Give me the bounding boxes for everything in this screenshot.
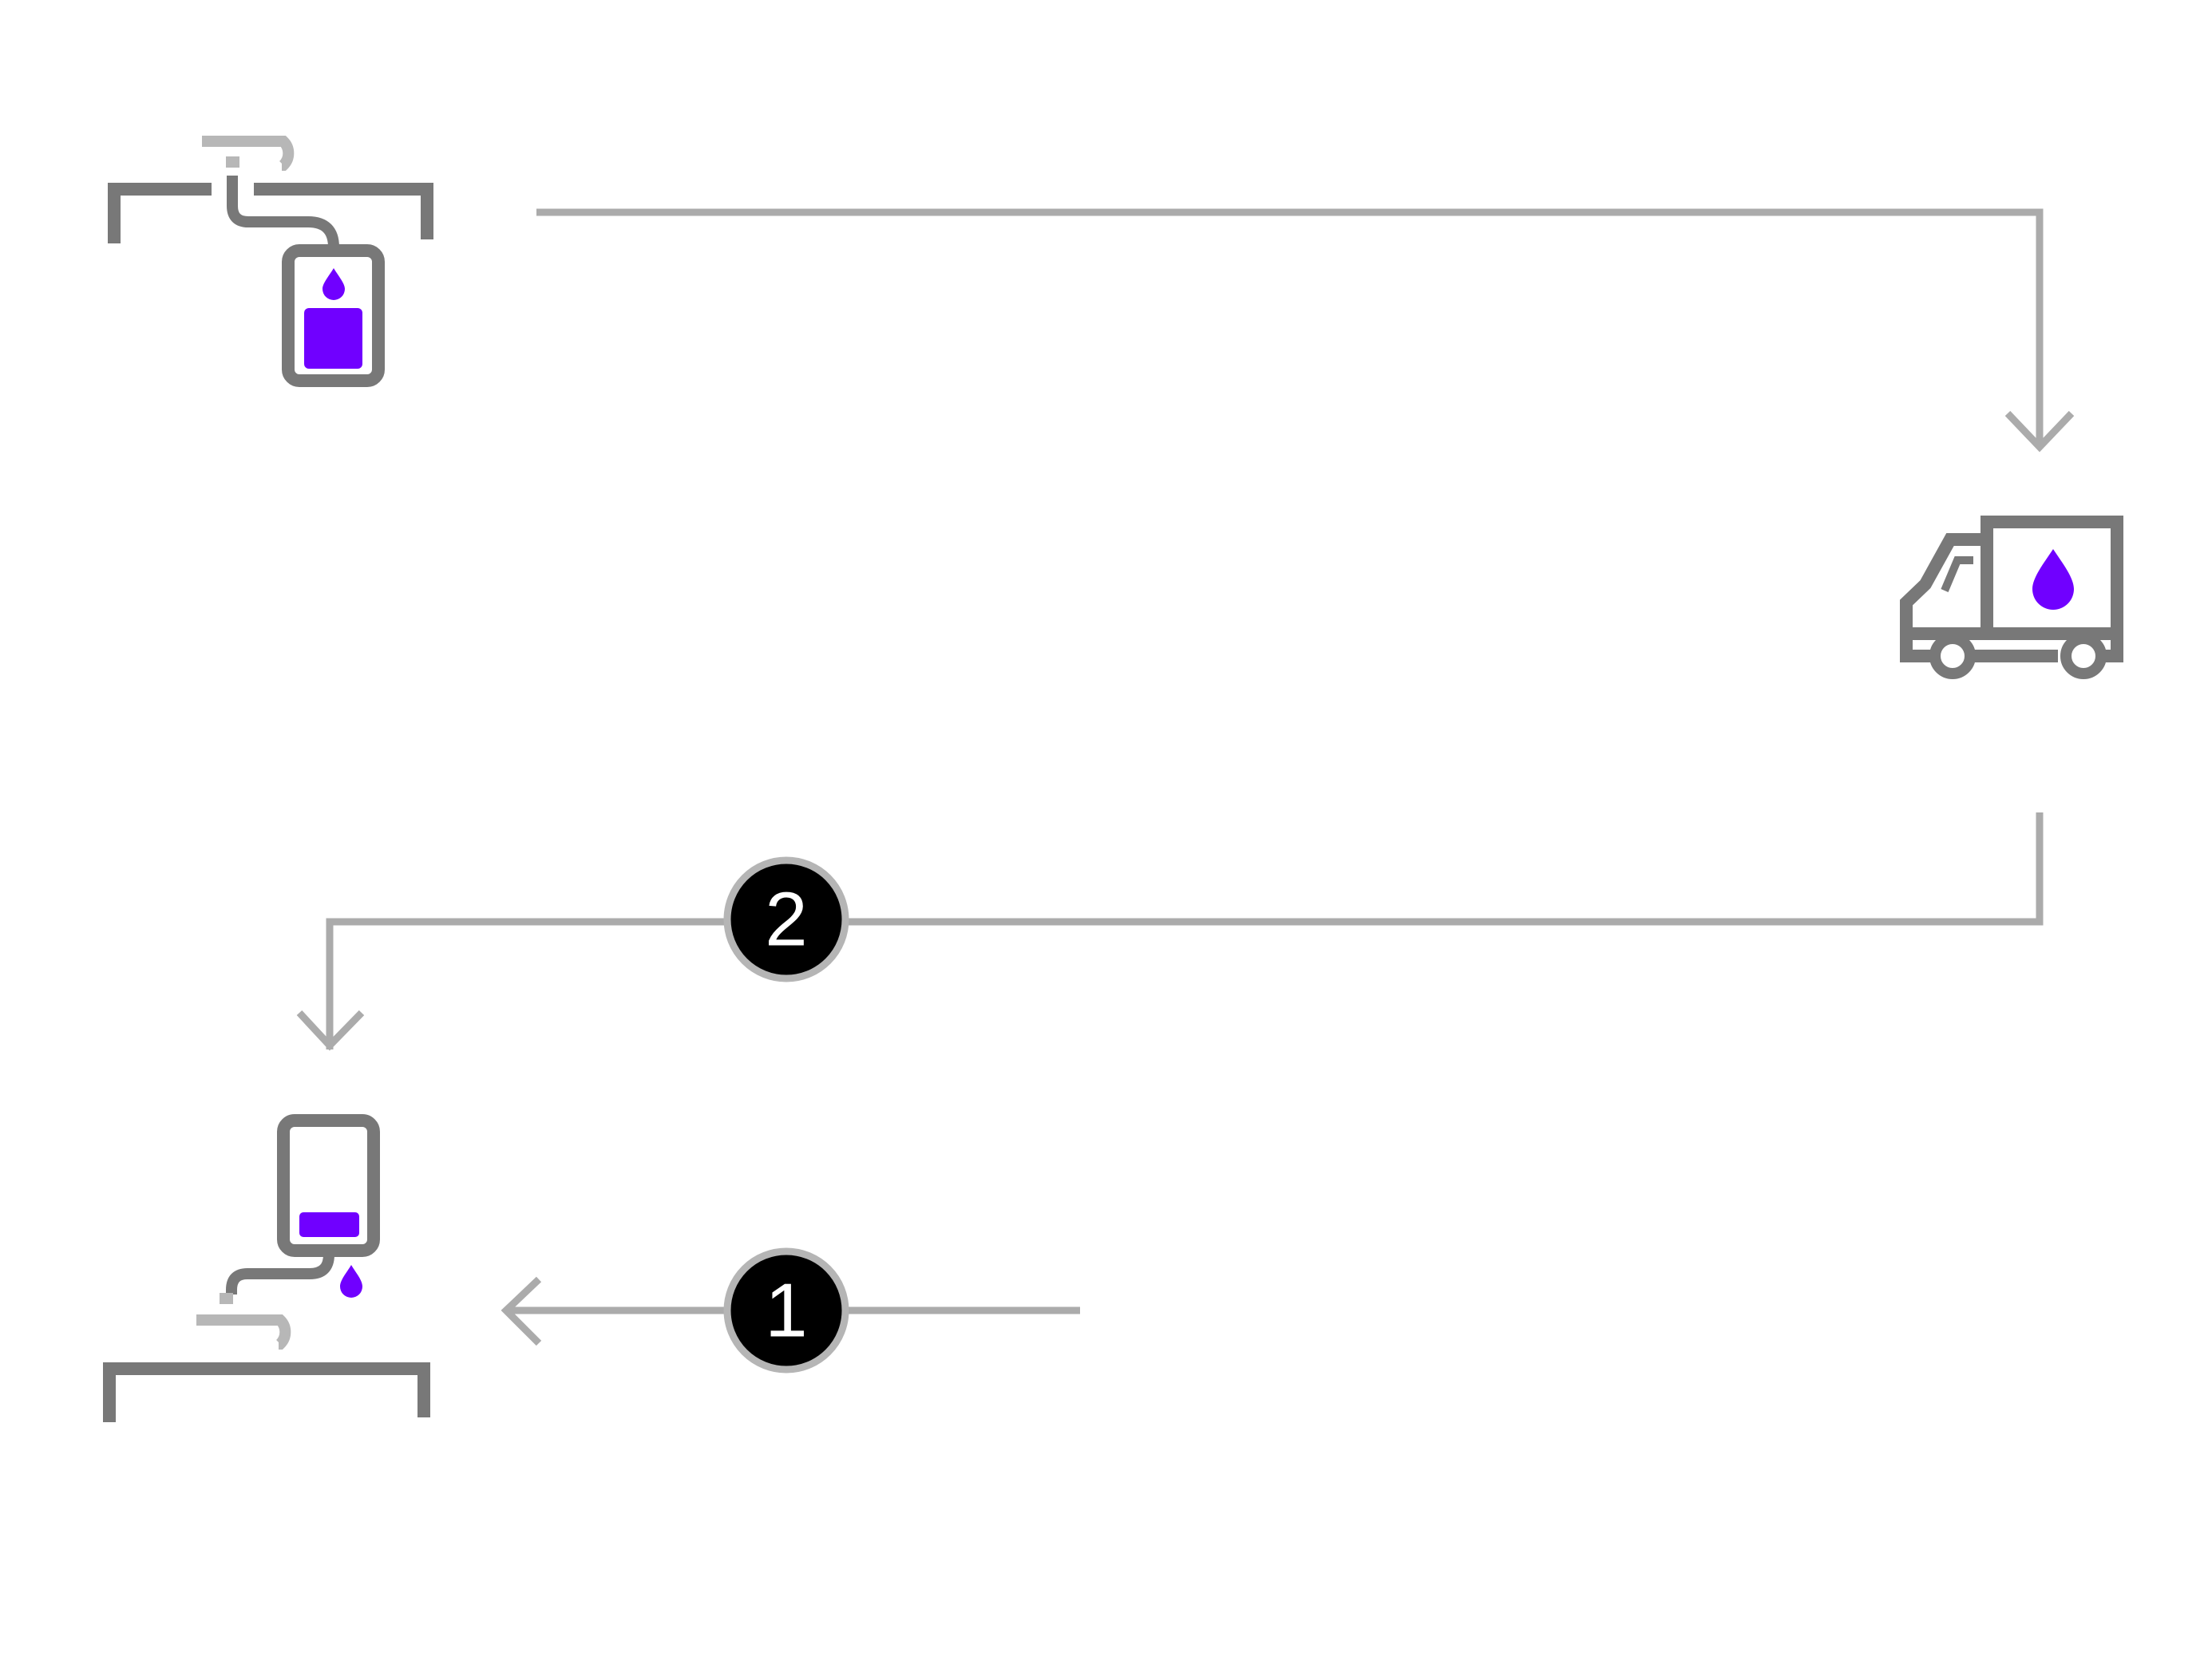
- connectors: [296, 208, 2075, 1346]
- outlet-pipe-icon: [226, 1254, 334, 1295]
- tap-spout-icon: [202, 136, 295, 171]
- tank-low-with-tap-icon: [103, 1114, 430, 1422]
- tap-stub-icon: [220, 1293, 233, 1304]
- arrowhead-truck: [2004, 410, 2075, 453]
- liquid-drop-icon: [323, 268, 345, 300]
- bench-frame-left: [108, 183, 212, 243]
- truck-window-icon: [1941, 556, 1973, 592]
- truck-chassis: [1906, 627, 2123, 662]
- bench-frame-right: [254, 183, 433, 239]
- liquid-drop-icon: [2032, 549, 2074, 610]
- step-badge-label: 1: [765, 1268, 807, 1354]
- truck-wheel-front: [1929, 633, 1976, 679]
- tap-stub-icon: [226, 156, 239, 168]
- liquid-level-full: [304, 308, 362, 369]
- truck-wheel-rear: [2060, 633, 2107, 679]
- connector-source-to-truck: [536, 208, 2044, 447]
- step-badge-two: 2: [723, 856, 849, 982]
- supply-pipe-icon: [227, 176, 339, 248]
- liquid-drop-icon: [340, 1265, 362, 1298]
- tank-truck-icon: [1900, 516, 2123, 679]
- liquid-level-low: [299, 1212, 359, 1237]
- step-badge-label: 2: [765, 877, 807, 962]
- bench-frame: [103, 1362, 430, 1422]
- tank-full-with-pipe-icon: [108, 136, 433, 387]
- arrowhead-step-one: [501, 1276, 542, 1346]
- truck-cab: [1900, 533, 1987, 662]
- arrowhead-destination: [296, 1010, 365, 1051]
- tap-spout-icon: [196, 1314, 291, 1350]
- step-badge-one: 1: [723, 1247, 849, 1374]
- connector-truck-to-destination: [326, 812, 2044, 1049]
